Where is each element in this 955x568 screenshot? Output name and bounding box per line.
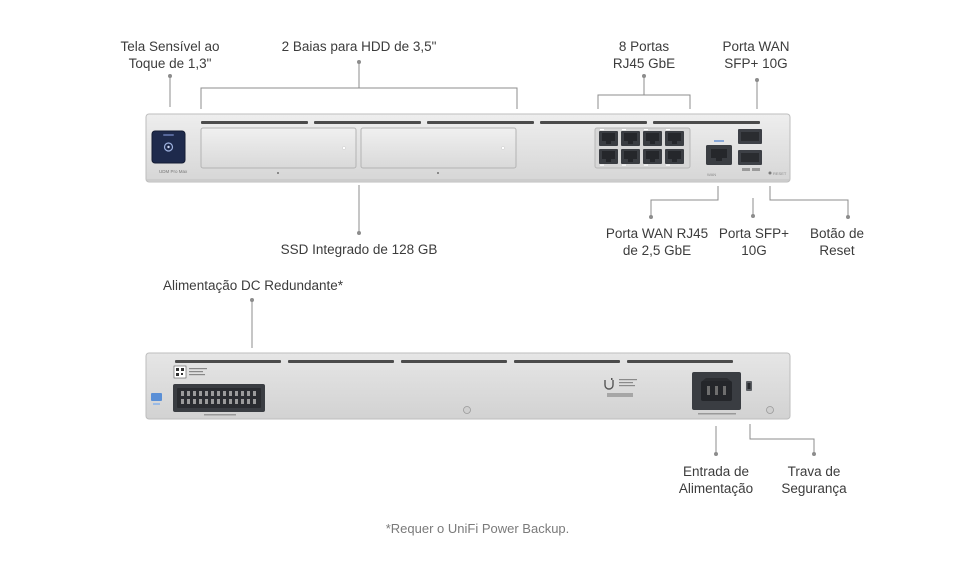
- rj45-port: [665, 129, 684, 146]
- dc-pin: [181, 391, 184, 396]
- dc-pin: [247, 391, 250, 396]
- rj45-port: [643, 149, 662, 166]
- hdd-bay-2: [360, 127, 517, 174]
- label-wan-rj45: Porta WAN RJ45 de 2,5 GbE: [605, 226, 709, 258]
- ubiquiti-logo-icon: [604, 378, 637, 397]
- rj45-port: [621, 149, 640, 166]
- label-reset: Botão de Reset: [809, 226, 865, 258]
- label-security-lock: Trava de Segurança: [781, 464, 847, 496]
- dc-pin: [193, 399, 196, 404]
- dc-pin: [253, 399, 256, 404]
- dc-pin: [235, 399, 238, 404]
- dc-pin: [229, 391, 232, 396]
- front-callout-dots: [168, 60, 850, 235]
- label-power-input: Entrada de Alimentação: [678, 464, 754, 496]
- dc-pin: [223, 391, 226, 396]
- dc-pin: [187, 391, 190, 396]
- qr-code: [173, 365, 207, 379]
- rj45-ports: [599, 129, 684, 166]
- label-rj45-ports: 8 Portas RJ45 GbE: [612, 39, 676, 71]
- reset-button: RESET: [768, 171, 787, 176]
- label-ssd: SSD Integrado de 128 GB: [280, 242, 438, 257]
- hdd-bay-1: [200, 127, 357, 174]
- label-sfp-port: Porta SFP+ 10G: [718, 226, 790, 258]
- rj45-port: [621, 129, 640, 146]
- label-touchscreen: Tela Sensível ao Toque de 1,3": [120, 39, 220, 71]
- rear-callouts: [251, 300, 815, 454]
- dc-pin: [199, 399, 202, 404]
- label-wan-sfp: Porta WAN SFP+ 10G: [722, 39, 790, 71]
- dc-pin: [247, 399, 250, 404]
- svg-text:WAN: WAN: [707, 172, 716, 177]
- dc-pin: [205, 391, 208, 396]
- label-dc-power: Alimentação DC Redundante*: [162, 278, 344, 293]
- front-callouts: [169, 62, 849, 233]
- rj45-port: [643, 129, 662, 146]
- dc-pin: [199, 391, 202, 396]
- rear-callout-dots: [250, 298, 816, 456]
- dc-pin: [241, 399, 244, 404]
- dc-pin: [217, 399, 220, 404]
- label-hdd-bays: 2 Baias para HDD de 3,5": [281, 39, 437, 54]
- dc-pin: [211, 399, 214, 404]
- footnote: *Requer o UniFi Power Backup.: [385, 521, 570, 536]
- dc-pin: [235, 391, 238, 396]
- rear-screws: [463, 406, 774, 414]
- dc-pin: [211, 391, 214, 396]
- security-lock-slot: [746, 381, 752, 391]
- rear-panel: [145, 352, 791, 420]
- touchscreen: [151, 130, 186, 164]
- dc-pin: [193, 391, 196, 396]
- ground-marker-icon: [151, 393, 162, 405]
- dc-pin: [241, 391, 244, 396]
- dc-pin: [229, 399, 232, 404]
- dc-pin: [181, 399, 184, 404]
- dc-power-connector: [173, 384, 265, 416]
- ac-power-inlet: [692, 372, 741, 415]
- dc-pin: [205, 399, 208, 404]
- dc-pin: [223, 399, 226, 404]
- rj45-port: [665, 149, 684, 166]
- wan-rj45-port: WAN: [706, 140, 732, 177]
- rj45-port: [599, 149, 618, 166]
- dc-pin: [187, 399, 190, 404]
- front-panel: UDM Pro Max: [145, 113, 791, 183]
- front-vents: [201, 121, 760, 124]
- rj45-port: [599, 129, 618, 146]
- svg-text:RESET: RESET: [773, 171, 787, 176]
- dc-pin: [217, 391, 220, 396]
- dc-pin: [253, 391, 256, 396]
- model-badge: UDM Pro Max: [159, 169, 188, 174]
- sfp-ports: [738, 129, 762, 171]
